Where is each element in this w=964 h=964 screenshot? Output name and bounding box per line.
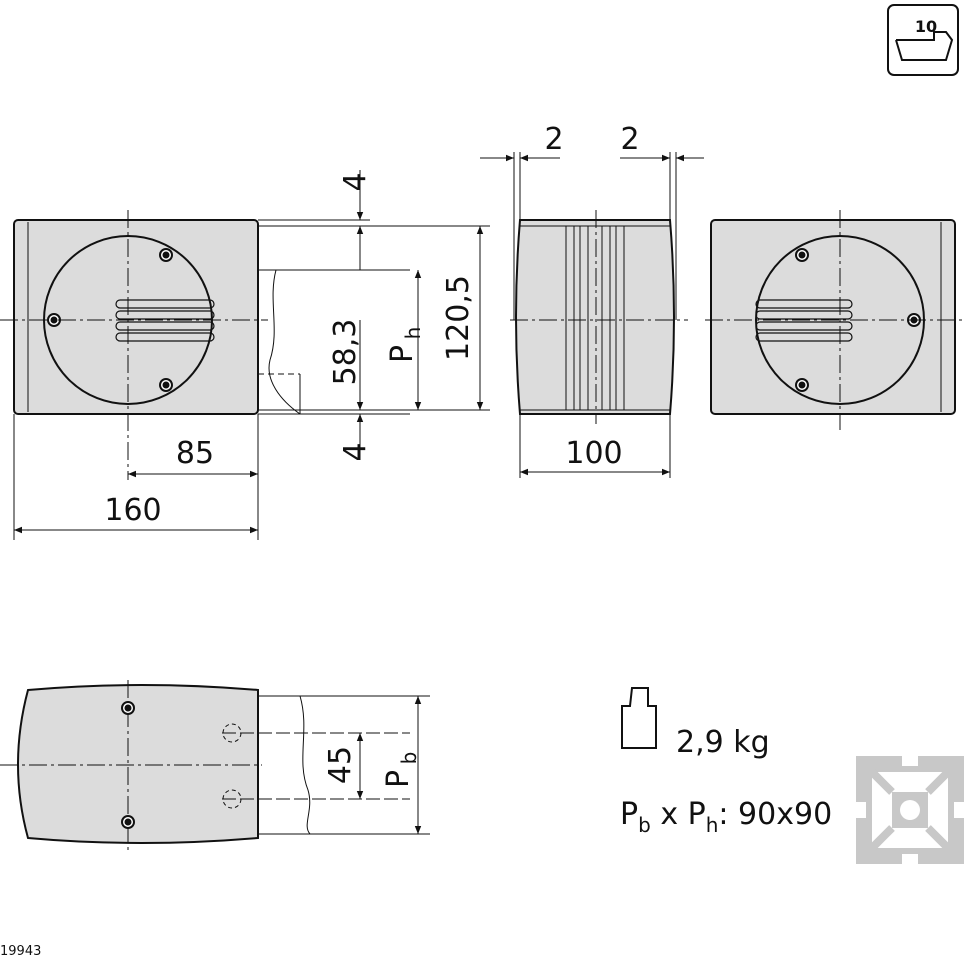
dim-height-subscript: h: [401, 327, 425, 340]
weight-icon: [621, 687, 657, 749]
dim-half-width: 85: [176, 436, 214, 471]
screw-icon: [795, 378, 809, 392]
dim-total-height: 120,5: [441, 275, 476, 361]
dim-bottom-offset: 4: [338, 442, 373, 461]
top-dimensions: [356, 696, 422, 834]
profile-size-label: Pb x Ph: 90x90: [620, 797, 832, 837]
dim-width-profile: P b: [381, 752, 421, 788]
screw-icon: [159, 248, 173, 262]
screw-icon: [121, 701, 135, 715]
screw-icon: [121, 815, 135, 829]
dim-width-subscript: b: [397, 752, 421, 765]
dim-height-letter: P: [385, 345, 420, 363]
slot-size-badge: 10: [887, 4, 959, 76]
weight-label: 2,9 kg: [676, 725, 770, 760]
screw-icon: [159, 378, 173, 392]
profile-cross-section-icon: [856, 756, 964, 864]
dim-depth: 100: [565, 436, 622, 471]
dim-full-width: 160: [104, 493, 161, 528]
dim-top-offset: 4: [338, 172, 373, 191]
rear-view: [705, 210, 964, 430]
screw-icon: [795, 248, 809, 262]
dim-center-offset: 58,3: [328, 319, 363, 386]
dim-slot-spacing: 45: [323, 746, 358, 784]
dim-height-profile: P h: [385, 327, 425, 363]
dim-gap-left: 2: [544, 122, 563, 157]
side-dimensions: [480, 152, 704, 478]
slot-profile-icon: [895, 31, 954, 61]
front-view: [0, 210, 410, 480]
side-view: [510, 210, 688, 424]
slot-size-number: 10: [915, 17, 937, 36]
dim-gap-right: 2: [620, 122, 639, 157]
document-number: 19943: [0, 944, 42, 959]
dim-width-letter: P: [381, 770, 416, 788]
front-dimensions: [13, 170, 490, 540]
top-view: [0, 680, 430, 850]
